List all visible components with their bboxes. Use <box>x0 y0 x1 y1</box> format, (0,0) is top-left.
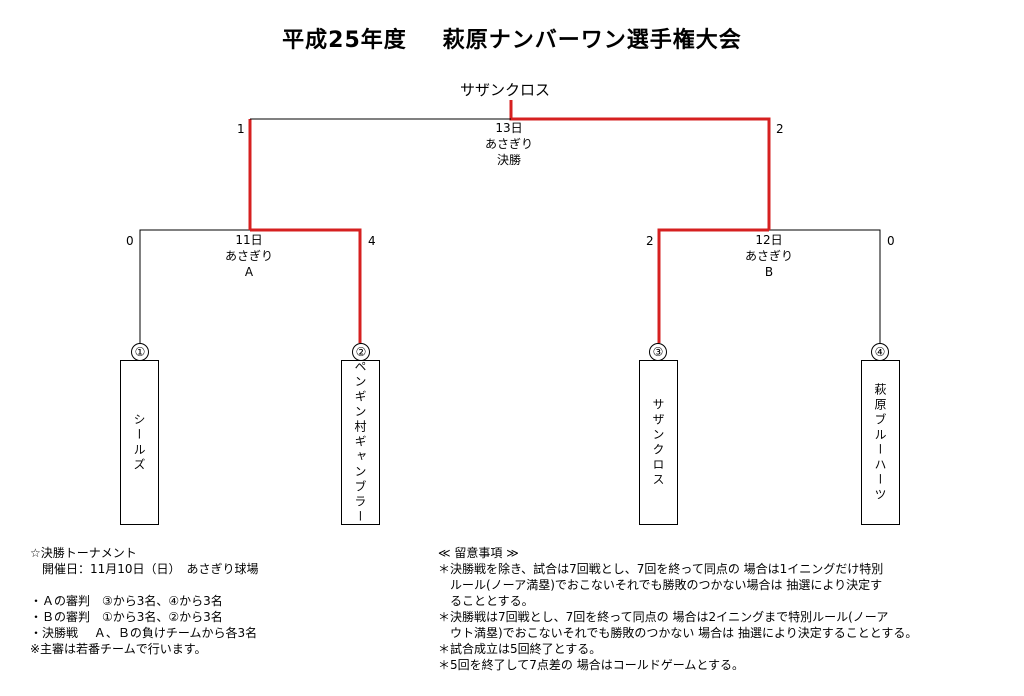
title-name: 萩原ナンバーワン選手権大会 <box>442 28 742 53</box>
page-title: 平成25年度 萩原ナンバーワン選手権大会 <box>0 22 1024 54</box>
team-4-name: 萩原ブルーハーツ <box>873 382 887 503</box>
final-label: 決勝 <box>496 153 521 167</box>
semi-b-match-info: 12日 あさぎり B <box>729 232 809 280</box>
rules-line: ることとする。 <box>438 594 534 608</box>
team-3-name: サザンクロス <box>651 397 665 488</box>
team-2-seed: ② <box>352 343 370 361</box>
final-match-info: 13日 あさぎり 決勝 <box>469 120 549 168</box>
team-4-seed: ④ <box>871 343 889 361</box>
rules-line: ウト満塁)でおこないそれでも勝敗のつかない 場合は 抽選により決定することとする… <box>438 626 918 640</box>
team-2-box: ペンギン村ギャンブラー <box>341 360 380 525</box>
rules-line: ＊試合成立は5回終了とする。 <box>438 642 602 656</box>
team-4-box: 萩原ブルーハーツ <box>861 360 900 525</box>
team-1-name: シールズ <box>132 412 146 473</box>
final-score-right: 2 <box>776 122 784 136</box>
tournament-info-line: ※主審は若番チームで行います。 <box>30 642 207 656</box>
semi-b-venue: あさぎり <box>744 249 793 263</box>
semi-b-date: 12日 <box>755 233 783 247</box>
semi-b-score-right: 0 <box>887 234 895 248</box>
team-1-seed: ① <box>131 343 149 361</box>
semi-a-loser-path <box>139 229 250 343</box>
team-2-name: ペンギン村ギャンブラー <box>353 360 367 525</box>
semi-b-winner-path <box>657 228 769 343</box>
final-winner-path <box>509 100 771 230</box>
semi-b-score-left: 2 <box>646 234 654 248</box>
semi-a-winner-path <box>250 228 362 343</box>
team-3-seed: ③ <box>649 343 667 361</box>
tournament-info: ☆決勝トーナメント 開催日：11月10日（日） あさぎり球場・Ａの審判 ③から3… <box>30 545 259 657</box>
rules-line: ルール(ノーア満塁)でおこないそれでも勝敗のつかない場合は 抽選により決定す <box>438 578 883 592</box>
semi-b-label: B <box>764 265 774 279</box>
tournament-info-heading: ☆決勝トーナメント <box>30 546 137 560</box>
tournament-info-line: ・Ａの審判 ③から3名、④から3名 <box>30 594 223 608</box>
rules-line: ＊5回を終了して7点差の 場合はコールドゲームとする。 <box>438 658 745 672</box>
champion-name: サザンクロス <box>460 81 551 99</box>
tournament-info-schedule: 開催日：11月10日（日） あさぎり球場 <box>30 562 259 576</box>
team-1-box: シールズ <box>120 360 159 525</box>
team-3-box: サザンクロス <box>639 360 678 525</box>
final-date: 13日 <box>495 121 523 135</box>
semi-a-date: 11日 <box>235 233 263 247</box>
rules-line: ＊決勝戦は7回戦とし、7回を終って同点の 場合は2イニングまで特別ルール(ノーア <box>438 610 889 624</box>
semi-a-score-right: 4 <box>368 234 376 248</box>
semi-a-label: A <box>244 265 254 279</box>
tournament-info-line: ・決勝戦 Ａ、Ｂの負けチームから各3名 <box>30 626 258 640</box>
semi-b-loser-path <box>769 229 881 343</box>
tournament-info-line: ・Ｂの審判 ①から3名、②から3名 <box>30 610 223 624</box>
rules-notes: ≪ 留意事項 ≫ ＊決勝戦を除き、試合は7回戦とし、7回を終って同点の 場合は1イ… <box>438 545 917 673</box>
semi-a-venue: あさぎり <box>224 249 273 263</box>
title-year: 平成25年度 <box>282 28 407 53</box>
rules-line: ＊決勝戦を除き、試合は7回戦とし、7回を終って同点の 場合は1イニングだけ特別 <box>438 562 884 576</box>
semi-a-score-left: 0 <box>126 234 134 248</box>
final-score-left: 1 <box>237 122 245 136</box>
semi-a-match-info: 11日 あさぎり A <box>209 232 289 280</box>
rules-heading: ≪ 留意事項 ≫ <box>438 546 519 560</box>
final-venue: あさぎり <box>484 137 533 151</box>
